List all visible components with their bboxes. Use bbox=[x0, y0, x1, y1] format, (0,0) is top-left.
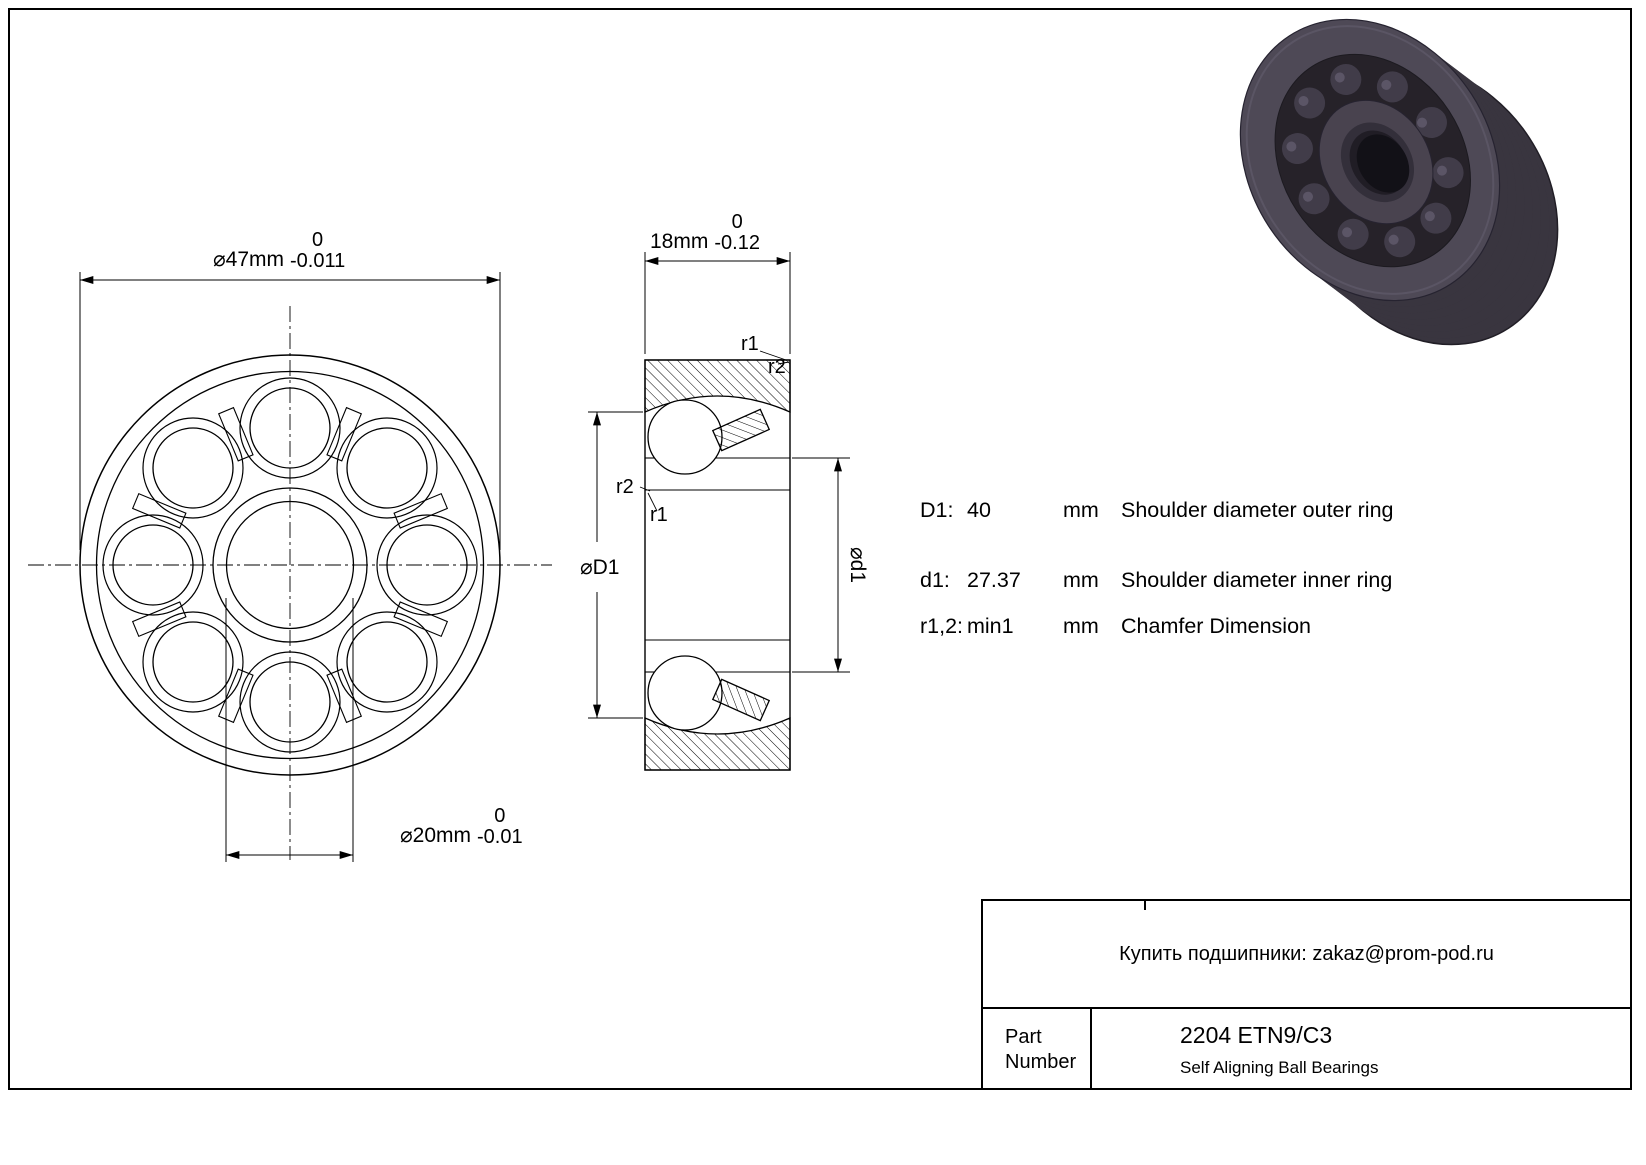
od-dimension-label: ⌀47mm 0 -0.011 bbox=[213, 230, 345, 272]
part-number-info: 2204 ETN9/C3 Self Aligning Ball Bearings bbox=[1092, 1009, 1630, 1090]
cage-section-top bbox=[711, 408, 771, 452]
section-ball-bottom bbox=[647, 655, 723, 731]
cage-pocket-set bbox=[102, 377, 478, 753]
part-description: Self Aligning Ball Bearings bbox=[1180, 1057, 1379, 1077]
bore-dimension bbox=[225, 598, 354, 862]
part-number-label: Part Number bbox=[983, 1009, 1092, 1090]
bearing-3d-image bbox=[1239, 18, 1559, 346]
spec-row-d1-outer: D1: 40 mm Shoulder diameter outer ring bbox=[920, 498, 1394, 523]
bore-circle bbox=[225, 500, 355, 630]
title-block: Купить подшипники: zakaz@prom-pod.ru Par… bbox=[981, 899, 1632, 1090]
bore-dimension-value: ⌀20mm bbox=[400, 824, 471, 847]
od-dimension bbox=[79, 272, 501, 550]
chamfer-leaders bbox=[639, 350, 790, 512]
inner-shoulder-dimension bbox=[792, 457, 850, 673]
label-outer-shoulder-d1: ⌀D1 bbox=[580, 556, 620, 579]
label-r2-mid: r2 bbox=[616, 476, 634, 498]
outer-shoulder-dimension bbox=[588, 411, 643, 719]
part-number: 2204 ETN9/C3 bbox=[1180, 1021, 1333, 1048]
section-outline bbox=[644, 359, 791, 771]
spec-value: 40 bbox=[967, 498, 991, 522]
spec-description: Shoulder diameter outer ring bbox=[1121, 498, 1394, 522]
bearing-front-view bbox=[28, 272, 552, 862]
spec-unit: mm bbox=[1063, 614, 1099, 638]
part-row: Part Number 2204 ETN9/C3 Self Aligning B… bbox=[983, 1009, 1630, 1090]
outer-ring-od-circle bbox=[79, 354, 501, 776]
label-r1-mid: r1 bbox=[650, 504, 668, 526]
ball-set bbox=[112, 387, 468, 743]
spec-value: min1 bbox=[967, 614, 1014, 638]
spec-description: Chamfer Dimension bbox=[1121, 614, 1311, 638]
bearing-section-view: r1 r2 r2 r1 ⌀D1 ⌀d1 bbox=[580, 252, 869, 771]
width-dimension bbox=[644, 252, 791, 354]
outer-ring-id-circle bbox=[95, 370, 485, 760]
inner-ring-lines bbox=[645, 457, 790, 673]
title-block-tick-mark bbox=[1144, 899, 1146, 910]
spec-param: d1: bbox=[920, 568, 950, 592]
bearing-3d-balls bbox=[1281, 63, 1464, 258]
label-r1-top: r1 bbox=[741, 333, 759, 355]
od-dimension-tolerance: 0 -0.011 bbox=[290, 229, 346, 272]
width-dimension-value: 18mm bbox=[650, 230, 709, 253]
width-dimension-label: 18mm 0 -0.12 bbox=[650, 212, 760, 254]
bore-dimension-tolerance: 0 -0.01 bbox=[477, 805, 523, 848]
bearing-3d-face bbox=[1239, 18, 1501, 302]
spec-description: Shoulder diameter inner ring bbox=[1121, 568, 1393, 592]
spec-param: r1,2: bbox=[920, 614, 964, 638]
width-dimension-tolerance: 0 -0.12 bbox=[714, 211, 760, 254]
bore-dimension-label: ⌀20mm 0 -0.01 bbox=[400, 806, 523, 848]
contact-text: Купить подшипники: zakaz@prom-pod.ru bbox=[1119, 942, 1494, 965]
contact-row: Купить подшипники: zakaz@prom-pod.ru bbox=[983, 901, 1630, 1009]
label-r2-top: r2 bbox=[768, 356, 786, 378]
cage-bridge-set bbox=[131, 406, 449, 724]
spec-unit: mm bbox=[1063, 498, 1099, 522]
od-dimension-value: ⌀47mm bbox=[213, 248, 284, 271]
section-ball-top bbox=[647, 399, 723, 475]
label-inner-shoulder-d1: ⌀d1 bbox=[846, 547, 869, 583]
spec-row-chamfer: r1,2: min1 mm Chamfer Dimension bbox=[920, 614, 1311, 639]
spec-unit: mm bbox=[1063, 568, 1099, 592]
spec-param: D1: bbox=[920, 498, 954, 522]
spec-row-d1-inner: d1: 27.37 mm Shoulder diameter inner rin… bbox=[920, 568, 1392, 593]
cage-section-bottom bbox=[711, 678, 771, 722]
inner-ring-od-circle bbox=[212, 487, 368, 643]
spec-value: 27.37 bbox=[967, 568, 1021, 592]
